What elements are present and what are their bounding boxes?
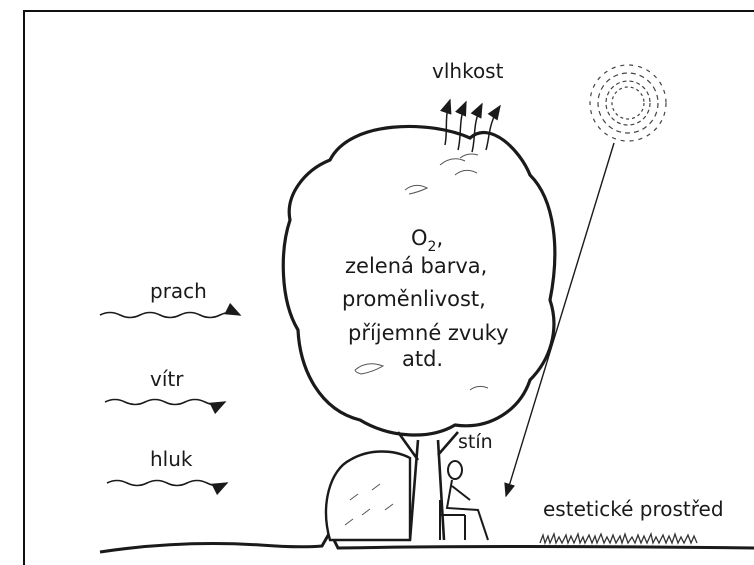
prach-arrow <box>100 313 240 318</box>
ground-line <box>100 532 754 552</box>
shrub <box>326 452 410 541</box>
grass-texture <box>540 534 697 543</box>
hluk-arrow <box>107 481 227 486</box>
label-esteticke-prostredi: estetické prostřed <box>543 497 724 521</box>
vitr-arrow <box>105 400 225 405</box>
label-prijemne-zvuky: příjemné zvuky <box>348 321 509 345</box>
seated-person-icon <box>440 461 488 540</box>
label-atd: atd. <box>402 347 443 371</box>
sun-icon <box>590 65 666 141</box>
label-stin: stín <box>458 431 493 453</box>
label-prach: prach <box>150 279 207 303</box>
label-zelena-barva: zelená barva, <box>345 254 487 278</box>
label-vlhkost: vlhkost <box>432 59 504 83</box>
label-vitr: vítr <box>150 367 184 391</box>
label-promenlivost: proměnlivost, <box>342 287 486 311</box>
tree-crown <box>283 126 555 435</box>
label-hluk: hluk <box>150 447 193 471</box>
